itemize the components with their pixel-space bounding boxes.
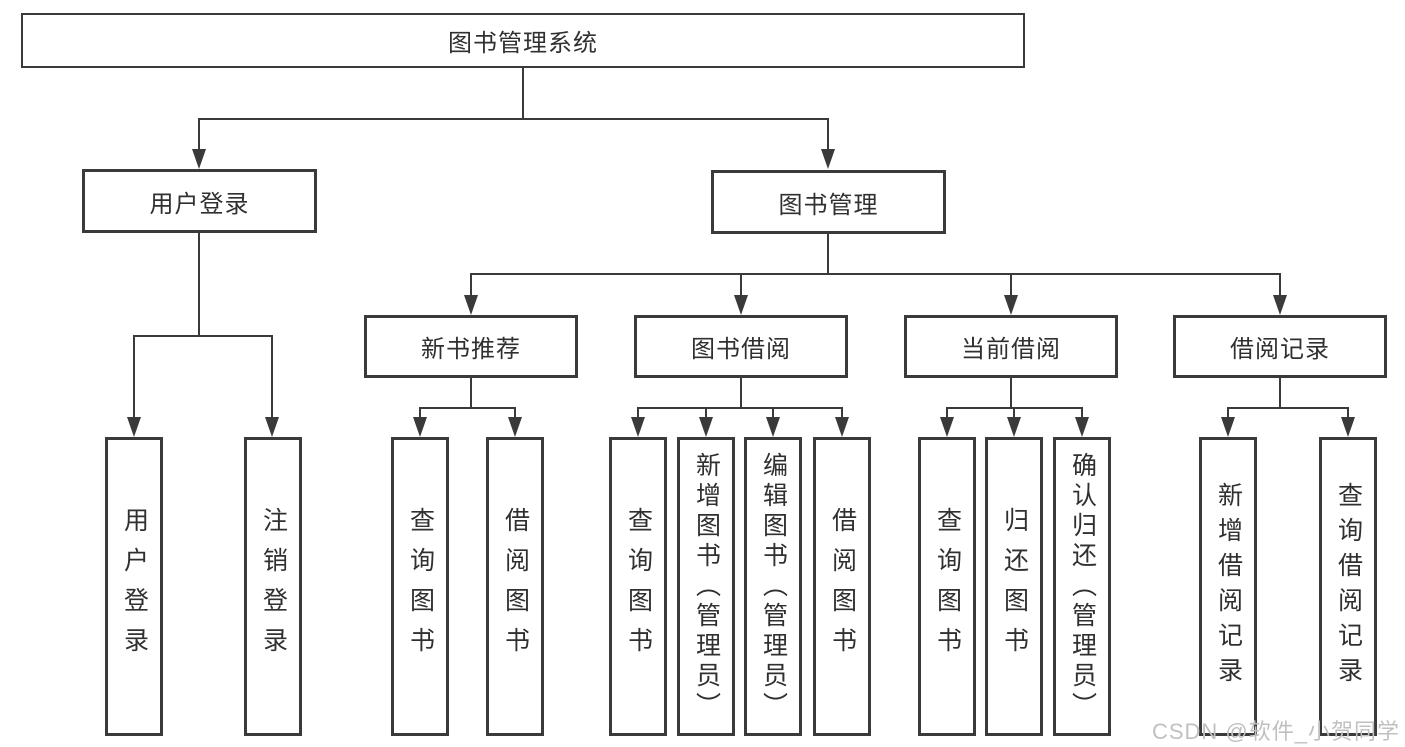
arrowhead-icon	[127, 417, 141, 437]
node-label: 图书管理	[778, 191, 879, 219]
connector-line	[522, 68, 524, 118]
arrowhead-icon	[835, 417, 849, 437]
node-label: 借阅记录	[1230, 336, 1330, 363]
connector-line	[1010, 273, 1012, 297]
connector-line	[827, 234, 829, 273]
connector-line	[1279, 378, 1281, 407]
leaf-label: 新增借阅记录	[1214, 481, 1243, 692]
connector-line	[1081, 407, 1083, 419]
connector-line	[841, 407, 843, 419]
connector-line	[772, 407, 774, 419]
node-label: 图书借阅	[691, 336, 791, 363]
leaf-label: 确认归还（管理员）	[1068, 451, 1097, 722]
node-label: 当前借阅	[961, 336, 1061, 363]
connector-line	[133, 335, 135, 418]
connector-line	[198, 233, 200, 335]
leaf-label: 归还图书	[1000, 506, 1029, 667]
connector-line	[271, 335, 273, 418]
connector-line	[637, 407, 843, 409]
leaf-label: 新增图书（管理员）	[692, 451, 721, 722]
connector-line	[470, 378, 472, 407]
arrowhead-icon	[1221, 417, 1235, 437]
leaf-label: 借阅图书	[828, 506, 857, 667]
leaf-query-books-1: 查询图书	[391, 437, 449, 736]
connector-line	[1279, 273, 1281, 297]
node-book-management: 图书管理	[711, 170, 946, 234]
connector-line	[514, 407, 516, 419]
connector-line	[1227, 407, 1229, 419]
leaf-user-login: 用户登录	[105, 437, 163, 736]
connector-line	[827, 118, 829, 151]
leaf-label: 编辑图书（管理员）	[759, 451, 788, 722]
connector-line	[1347, 407, 1349, 419]
arrowhead-icon	[1273, 295, 1287, 315]
arrowhead-icon	[1075, 417, 1089, 437]
leaf-label: 查询图书	[406, 506, 435, 667]
arrowhead-icon	[1341, 417, 1355, 437]
arrowhead-icon	[413, 417, 427, 437]
connector-line	[740, 378, 742, 407]
arrowhead-icon	[699, 417, 713, 437]
connector-line	[198, 118, 829, 120]
connector-line	[470, 273, 472, 297]
node-label: 新书推荐	[421, 336, 521, 363]
connector-line	[133, 335, 273, 337]
node-user-login: 用户登录	[82, 169, 317, 233]
arrowhead-icon	[265, 417, 279, 437]
arrowhead-icon	[734, 295, 748, 315]
arrowhead-icon	[766, 417, 780, 437]
node-current-borrowing: 当前借阅	[904, 315, 1118, 378]
node-label: 用户登录	[149, 190, 250, 218]
connector-line	[1010, 378, 1012, 407]
node-borrowing-records: 借阅记录	[1173, 315, 1387, 378]
watermark: CSDN @软件_小贺同学	[1151, 719, 1400, 744]
leaf-label: 查询借阅记录	[1334, 481, 1363, 692]
connector-line	[470, 273, 1280, 275]
leaf-label: 查询图书	[933, 506, 962, 667]
connector-line	[705, 407, 707, 419]
leaf-borrow-books-2: 借阅图书	[813, 437, 871, 736]
arrowhead-icon	[192, 149, 206, 169]
connector-line	[419, 407, 516, 409]
leaf-add-borrow-record: 新增借阅记录	[1199, 437, 1257, 736]
leaf-query-borrow-record: 查询借阅记录	[1319, 437, 1377, 736]
arrowhead-icon	[1004, 295, 1018, 315]
connector-line	[419, 407, 421, 419]
node-book-borrowing: 图书借阅	[634, 315, 848, 378]
leaf-confirm-return-admin: 确认归还（管理员）	[1053, 437, 1111, 736]
connector-line	[1013, 407, 1015, 419]
leaf-add-books-admin: 新增图书（管理员）	[677, 437, 735, 736]
connector-line	[198, 118, 200, 151]
node-label: 图书管理系统	[448, 30, 598, 57]
arrowhead-icon	[1007, 417, 1021, 437]
connector-line	[1227, 407, 1349, 409]
leaf-edit-books-admin: 编辑图书（管理员）	[744, 437, 802, 736]
leaf-query-books-2: 查询图书	[609, 437, 667, 736]
connector-line	[637, 407, 639, 419]
leaf-label: 注销登录	[259, 506, 288, 667]
node-library-management-system: 图书管理系统	[21, 13, 1025, 68]
connector-line	[946, 407, 948, 419]
leaf-label: 用户登录	[120, 506, 149, 667]
arrowhead-icon	[508, 417, 522, 437]
leaf-logout: 注销登录	[244, 437, 302, 736]
leaf-label: 借阅图书	[501, 506, 530, 667]
arrowhead-icon	[464, 295, 478, 315]
arrowhead-icon	[940, 417, 954, 437]
leaf-return-books: 归还图书	[985, 437, 1043, 736]
arrowhead-icon	[821, 149, 835, 169]
connector-line	[740, 273, 742, 297]
leaf-label: 查询图书	[624, 506, 653, 667]
node-new-book-recommendation: 新书推荐	[364, 315, 578, 378]
leaf-query-books-3: 查询图书	[918, 437, 976, 736]
leaf-borrow-books-1: 借阅图书	[486, 437, 544, 736]
arrowhead-icon	[631, 417, 645, 437]
